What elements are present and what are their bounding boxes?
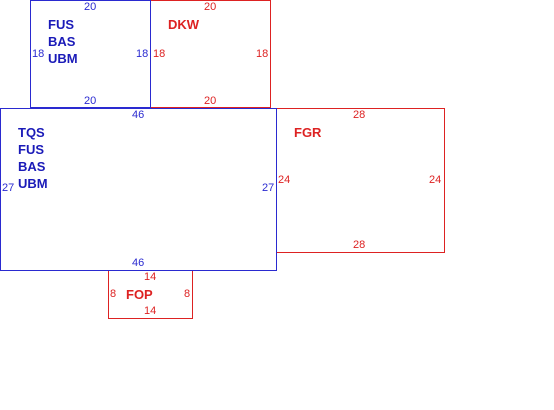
box-main-name-4: UBM [18, 176, 48, 191]
box-top-right-name-1: DKW [168, 17, 200, 32]
box-top-right-top-dim: 20 [204, 1, 217, 13]
box-top-right [151, 0, 271, 108]
box-fgr-names: FGR [294, 124, 321, 141]
box-fgr-bottom-dim: 28 [353, 239, 366, 251]
box-main-names: TQS FUS BAS UBM [18, 124, 48, 192]
box-fgr-right-dim: 24 [429, 174, 442, 186]
box-top-left-names: FUS BAS UBM [48, 16, 78, 67]
box-main-name-1: TQS [18, 125, 45, 140]
box-main-name-2: FUS [18, 142, 44, 157]
box-fgr-top-dim: 28 [353, 109, 366, 121]
box-fop-bottom-dim: 14 [144, 305, 157, 317]
box-fgr-left-dim: 24 [278, 174, 291, 186]
box-top-left [30, 0, 151, 108]
box-fop-left-dim: 8 [110, 288, 117, 300]
box-top-right-bottom-dim: 20 [204, 95, 217, 107]
box-top-right-left-dim: 18 [153, 48, 166, 60]
box-fop-right-dim: 8 [184, 288, 191, 300]
box-main-left-dim: 27 [2, 182, 15, 194]
box-fop-top-dim: 14 [144, 271, 157, 283]
box-top-left-top-dim: 20 [84, 1, 97, 13]
box-main [0, 108, 277, 271]
box-main-bottom-dim: 46 [132, 257, 145, 269]
box-main-name-3: BAS [18, 159, 46, 174]
box-top-left-left-dim: 18 [32, 48, 45, 60]
box-main-right-dim: 27 [262, 182, 275, 194]
box-main-top-dim: 46 [132, 109, 145, 121]
box-top-left-name-1: FUS [48, 17, 74, 32]
box-top-left-name-2: BAS [48, 34, 76, 49]
box-fop-names: FOP [126, 286, 153, 303]
box-fop-name-1: FOP [126, 287, 153, 302]
box-fgr-name-1: FGR [294, 125, 322, 140]
box-top-right-right-dim: 18 [256, 48, 269, 60]
box-top-left-bottom-dim: 20 [84, 95, 97, 107]
box-top-left-name-3: UBM [48, 51, 78, 66]
box-top-right-names: DKW [168, 16, 199, 33]
box-top-left-right-dim: 18 [136, 48, 149, 60]
